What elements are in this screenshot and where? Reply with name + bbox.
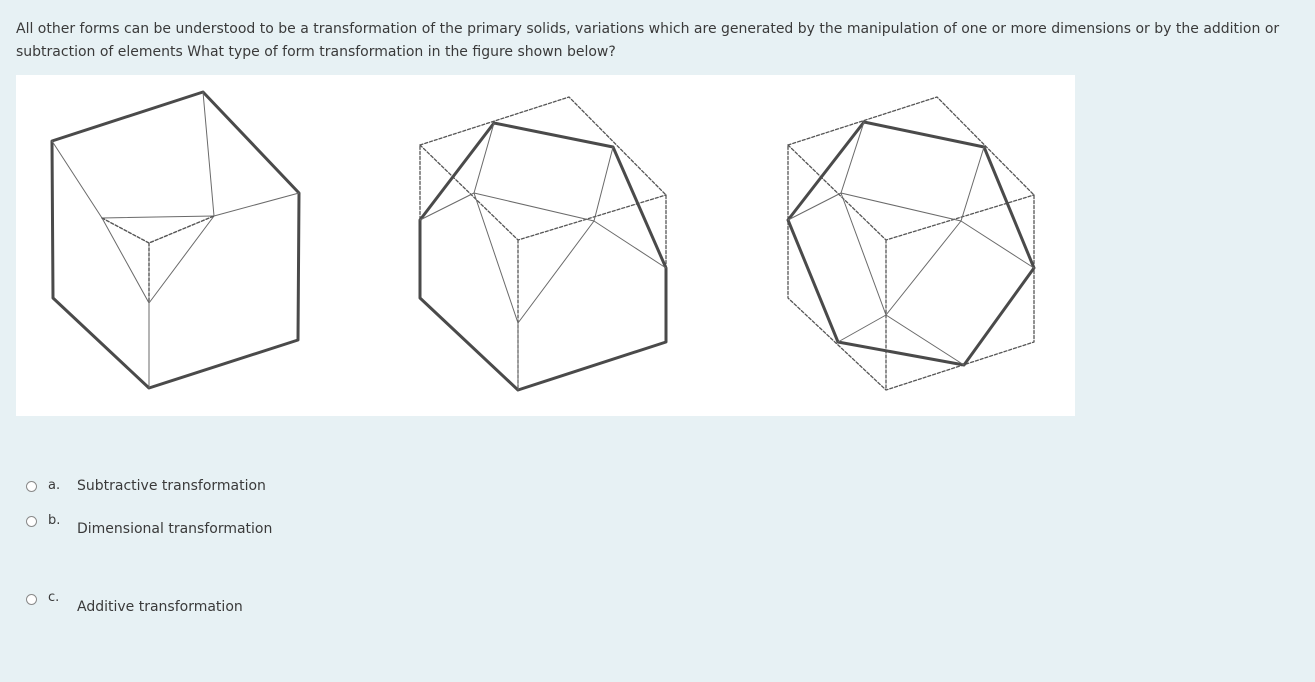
- radio-button-b[interactable]: [26, 516, 37, 527]
- question-text: All other forms can be understood to be …: [16, 21, 1280, 60]
- option-a-label[interactable]: Subtractive transformation: [77, 478, 266, 494]
- option-c-label[interactable]: Additive transformation: [77, 599, 243, 615]
- option-b-letter: b.: [48, 513, 61, 528]
- radio-button-a[interactable]: [26, 481, 37, 492]
- option-a-letter: a.: [48, 478, 61, 493]
- option-b-label[interactable]: Dimensional transformation: [77, 521, 273, 537]
- cube-corner-cut-drawing: [50, 90, 301, 390]
- cube-three-corners-cut-drawing: [418, 96, 668, 392]
- radio-button-c[interactable]: [26, 594, 37, 605]
- cube-many-corners-cut-drawing: [786, 96, 1036, 391]
- question-figure: [16, 75, 1075, 416]
- option-c-letter: c.: [48, 590, 60, 605]
